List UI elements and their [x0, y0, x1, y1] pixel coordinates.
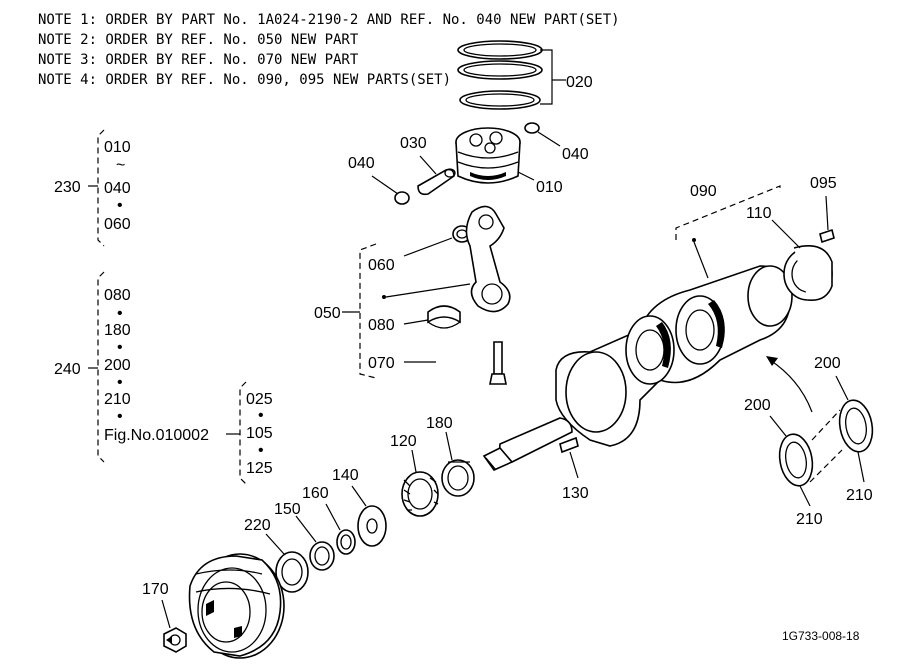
oring-160 — [325, 503, 356, 555]
callout-095: 095 — [810, 175, 837, 192]
callout-160: 160 — [302, 485, 329, 502]
group-230-bracket — [97, 129, 105, 247]
collar-150 — [295, 515, 335, 571]
pulley-nut-170 — [161, 599, 187, 653]
callout-140: 140 — [332, 467, 359, 484]
callout-180: 180 — [426, 415, 453, 432]
piston-rings — [457, 40, 566, 110]
group-fig-010002: 025 • 105 • 125 — [239, 381, 273, 485]
collar-180 — [441, 431, 475, 497]
oil-seal-220 — [265, 533, 309, 593]
crank-pulley — [188, 553, 285, 659]
group-240-item: 180 — [104, 322, 131, 339]
note-3: NOTE 3: ORDER BY REF. No. 070 NEW PART — [38, 52, 359, 68]
group-230-item: 010 — [104, 139, 131, 156]
callout-200-right: 200 — [814, 355, 841, 372]
callout-010: 010 — [536, 179, 563, 196]
callout-030: 030 — [400, 135, 427, 152]
group-240-item: • — [117, 305, 123, 322]
group-240-item: 210 — [104, 391, 131, 408]
group-230: 230 010 ~ 040 • 060 — [54, 129, 131, 247]
circlip-right — [524, 122, 561, 147]
crank-gear-110 — [771, 219, 833, 302]
group-230-item: • — [117, 197, 123, 214]
group-240-item: • — [117, 374, 123, 391]
group-fig-item: 125 — [246, 460, 273, 477]
washer-140 — [351, 485, 387, 547]
group-240-label: 240 — [54, 361, 81, 378]
group-240-item: 080 — [104, 287, 131, 304]
group-230-item: 040 — [104, 180, 131, 197]
callout-220: 220 — [244, 517, 271, 534]
note-4: NOTE 4: ORDER BY REF. No. 090, 095 NEW P… — [38, 72, 451, 88]
group-240-bracket — [97, 271, 105, 463]
callout-050: 050 — [314, 305, 341, 322]
piston-pin — [417, 155, 456, 196]
assembly-arrow — [769, 359, 813, 413]
group-230-item: 060 — [104, 216, 131, 233]
assembly-arrowhead — [766, 356, 778, 366]
group-230-item: ~ — [116, 157, 125, 174]
group-240-fig-ref: Fig.No.010002 — [104, 427, 209, 444]
conrod-group — [342, 205, 511, 385]
note-2: NOTE 2: ORDER BY REF. No. 050 NEW PART — [38, 32, 359, 48]
circlip-left — [371, 175, 410, 205]
callout-200-left: 200 — [744, 397, 771, 414]
callout-020: 020 — [566, 74, 593, 91]
callout-040-left: 040 — [348, 155, 375, 172]
callout-040-right: 040 — [562, 146, 589, 163]
group-fig-item: • — [258, 407, 264, 424]
group-230-label: 230 — [54, 179, 81, 196]
crank-gear-120 — [401, 449, 439, 517]
callout-090: 090 — [690, 183, 717, 200]
callout-110: 110 — [746, 205, 772, 222]
crankshaft-bracket — [675, 185, 781, 240]
callout-210-right: 210 — [846, 487, 873, 504]
key-130 — [559, 436, 579, 479]
note-1: NOTE 1: ORDER BY PART No. 1A024-2190-2 A… — [38, 12, 620, 28]
drawing-code: 1G733-008-18 — [782, 629, 860, 643]
callout-130: 130 — [562, 485, 589, 502]
piston — [455, 127, 535, 184]
group-fig-item: 105 — [246, 425, 273, 442]
group-240: 240 080 • 180 • 200 • 210 • Fig.No.01000… — [54, 271, 240, 463]
thrust-washers — [769, 375, 874, 507]
callout-060: 060 — [368, 257, 395, 274]
callout-070: 070 — [368, 355, 395, 372]
callout-210-left: 210 — [796, 511, 823, 528]
callout-120: 120 — [390, 433, 417, 450]
callout-170: 170 — [142, 581, 169, 598]
group-fig-item: • — [258, 442, 264, 459]
notes-block: NOTE 1: ORDER BY PART No. 1A024-2190-2 A… — [38, 12, 620, 88]
crankshaft — [482, 185, 793, 471]
callout-080: 080 — [368, 317, 395, 334]
dowel-pin — [819, 195, 835, 244]
group-240-item: • — [117, 408, 123, 425]
group-240-item: • — [117, 339, 123, 356]
group-fig-bracket — [239, 381, 247, 485]
callout-150: 150 — [274, 501, 301, 518]
group-240-item: 200 — [104, 357, 131, 374]
group-fig-item: 025 — [246, 391, 273, 408]
